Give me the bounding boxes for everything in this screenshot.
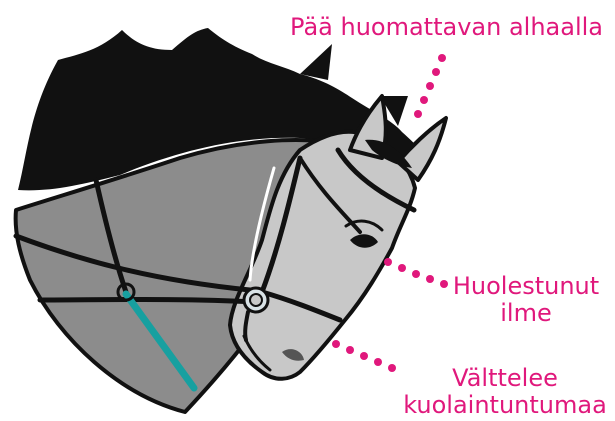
horse-mane-tuft <box>300 44 332 80</box>
annotation-bit-contact-line-1: Välttelee <box>396 365 614 392</box>
rein-lower <box>40 300 255 303</box>
callout-leader-head-low <box>414 54 446 118</box>
callout-leader-worried <box>384 258 448 288</box>
callout-leader-bit-contact <box>332 340 396 372</box>
annotation-head-low: Pää huomattavan alhaalla <box>290 14 603 41</box>
bit-ring-inner <box>250 294 262 306</box>
annotation-worried-line-1: Huolestunut <box>446 273 606 300</box>
annotation-bit-contact-line-2: kuolaintuntumaa <box>396 392 614 419</box>
annotation-avoids-bit-contact: Välttelee kuolaintuntumaa <box>396 365 614 419</box>
annotation-worried-line-2: ilme <box>446 300 606 327</box>
annotation-worried-expression: Huolestunut ilme <box>446 273 606 327</box>
annotation-head-low-line: Pää huomattavan alhaalla <box>290 14 603 41</box>
